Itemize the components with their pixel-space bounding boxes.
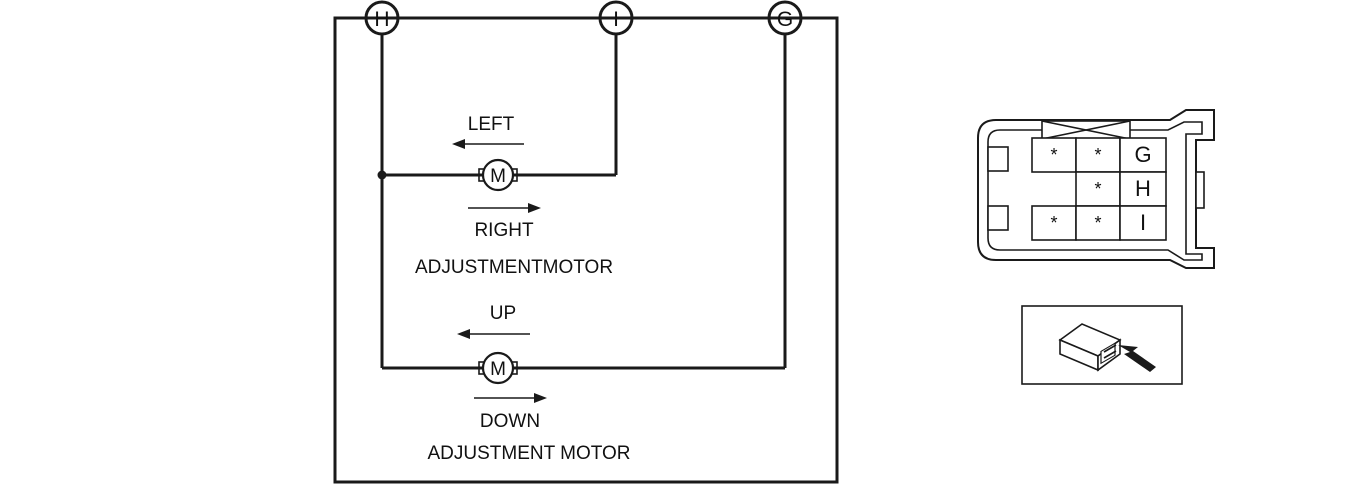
up-arrow-icon — [457, 329, 530, 339]
pin-label: I — [1140, 210, 1146, 235]
pin-cell — [1075, 205, 1121, 241]
terminal-i: I — [598, 0, 634, 36]
pin-label: G — [1134, 142, 1151, 167]
lr-motor-symbol: M — [490, 166, 506, 187]
circuit-frame — [333, 16, 839, 484]
ud-motor-name: ADJUSTMENT MOTOR — [427, 443, 630, 464]
pin-label: * — [1094, 145, 1101, 165]
lr-motor-name: ADJUSTMENTMOTOR — [415, 257, 613, 278]
lr-motor-icon: M — [478, 158, 518, 192]
right-label: RIGHT — [474, 220, 534, 241]
terminal-i-label: I — [613, 8, 619, 31]
pin-label: * — [1050, 213, 1057, 233]
left-arrow-icon — [452, 139, 524, 149]
terminal-g-label: G — [777, 8, 793, 31]
up-label: UP — [490, 303, 516, 324]
terminal-h-label: H — [374, 8, 389, 31]
pin-cell — [1075, 137, 1121, 173]
pin-cell — [1075, 171, 1121, 207]
pin-cell — [1119, 171, 1167, 207]
pin-label: * — [1094, 179, 1101, 199]
junction-dot — [377, 170, 387, 180]
pin-label: * — [1094, 213, 1101, 233]
pin-cell — [1031, 205, 1077, 241]
ud-motor-symbol: M — [490, 359, 506, 380]
down-label: DOWN — [480, 411, 540, 432]
terminal-h: H — [364, 0, 400, 36]
pin-label: H — [1135, 176, 1151, 201]
left-label: LEFT — [468, 114, 515, 135]
terminal-g: G — [767, 0, 803, 36]
pin-label: * — [1050, 145, 1057, 165]
right-arrow-icon — [468, 203, 541, 213]
pin-cell — [1031, 137, 1077, 173]
connector-view-arrow-icon — [1058, 323, 1156, 372]
down-arrow-icon — [474, 393, 547, 403]
pin-cell — [1119, 205, 1167, 241]
ud-motor-icon: M — [478, 351, 518, 385]
pin-cell — [1119, 137, 1167, 173]
